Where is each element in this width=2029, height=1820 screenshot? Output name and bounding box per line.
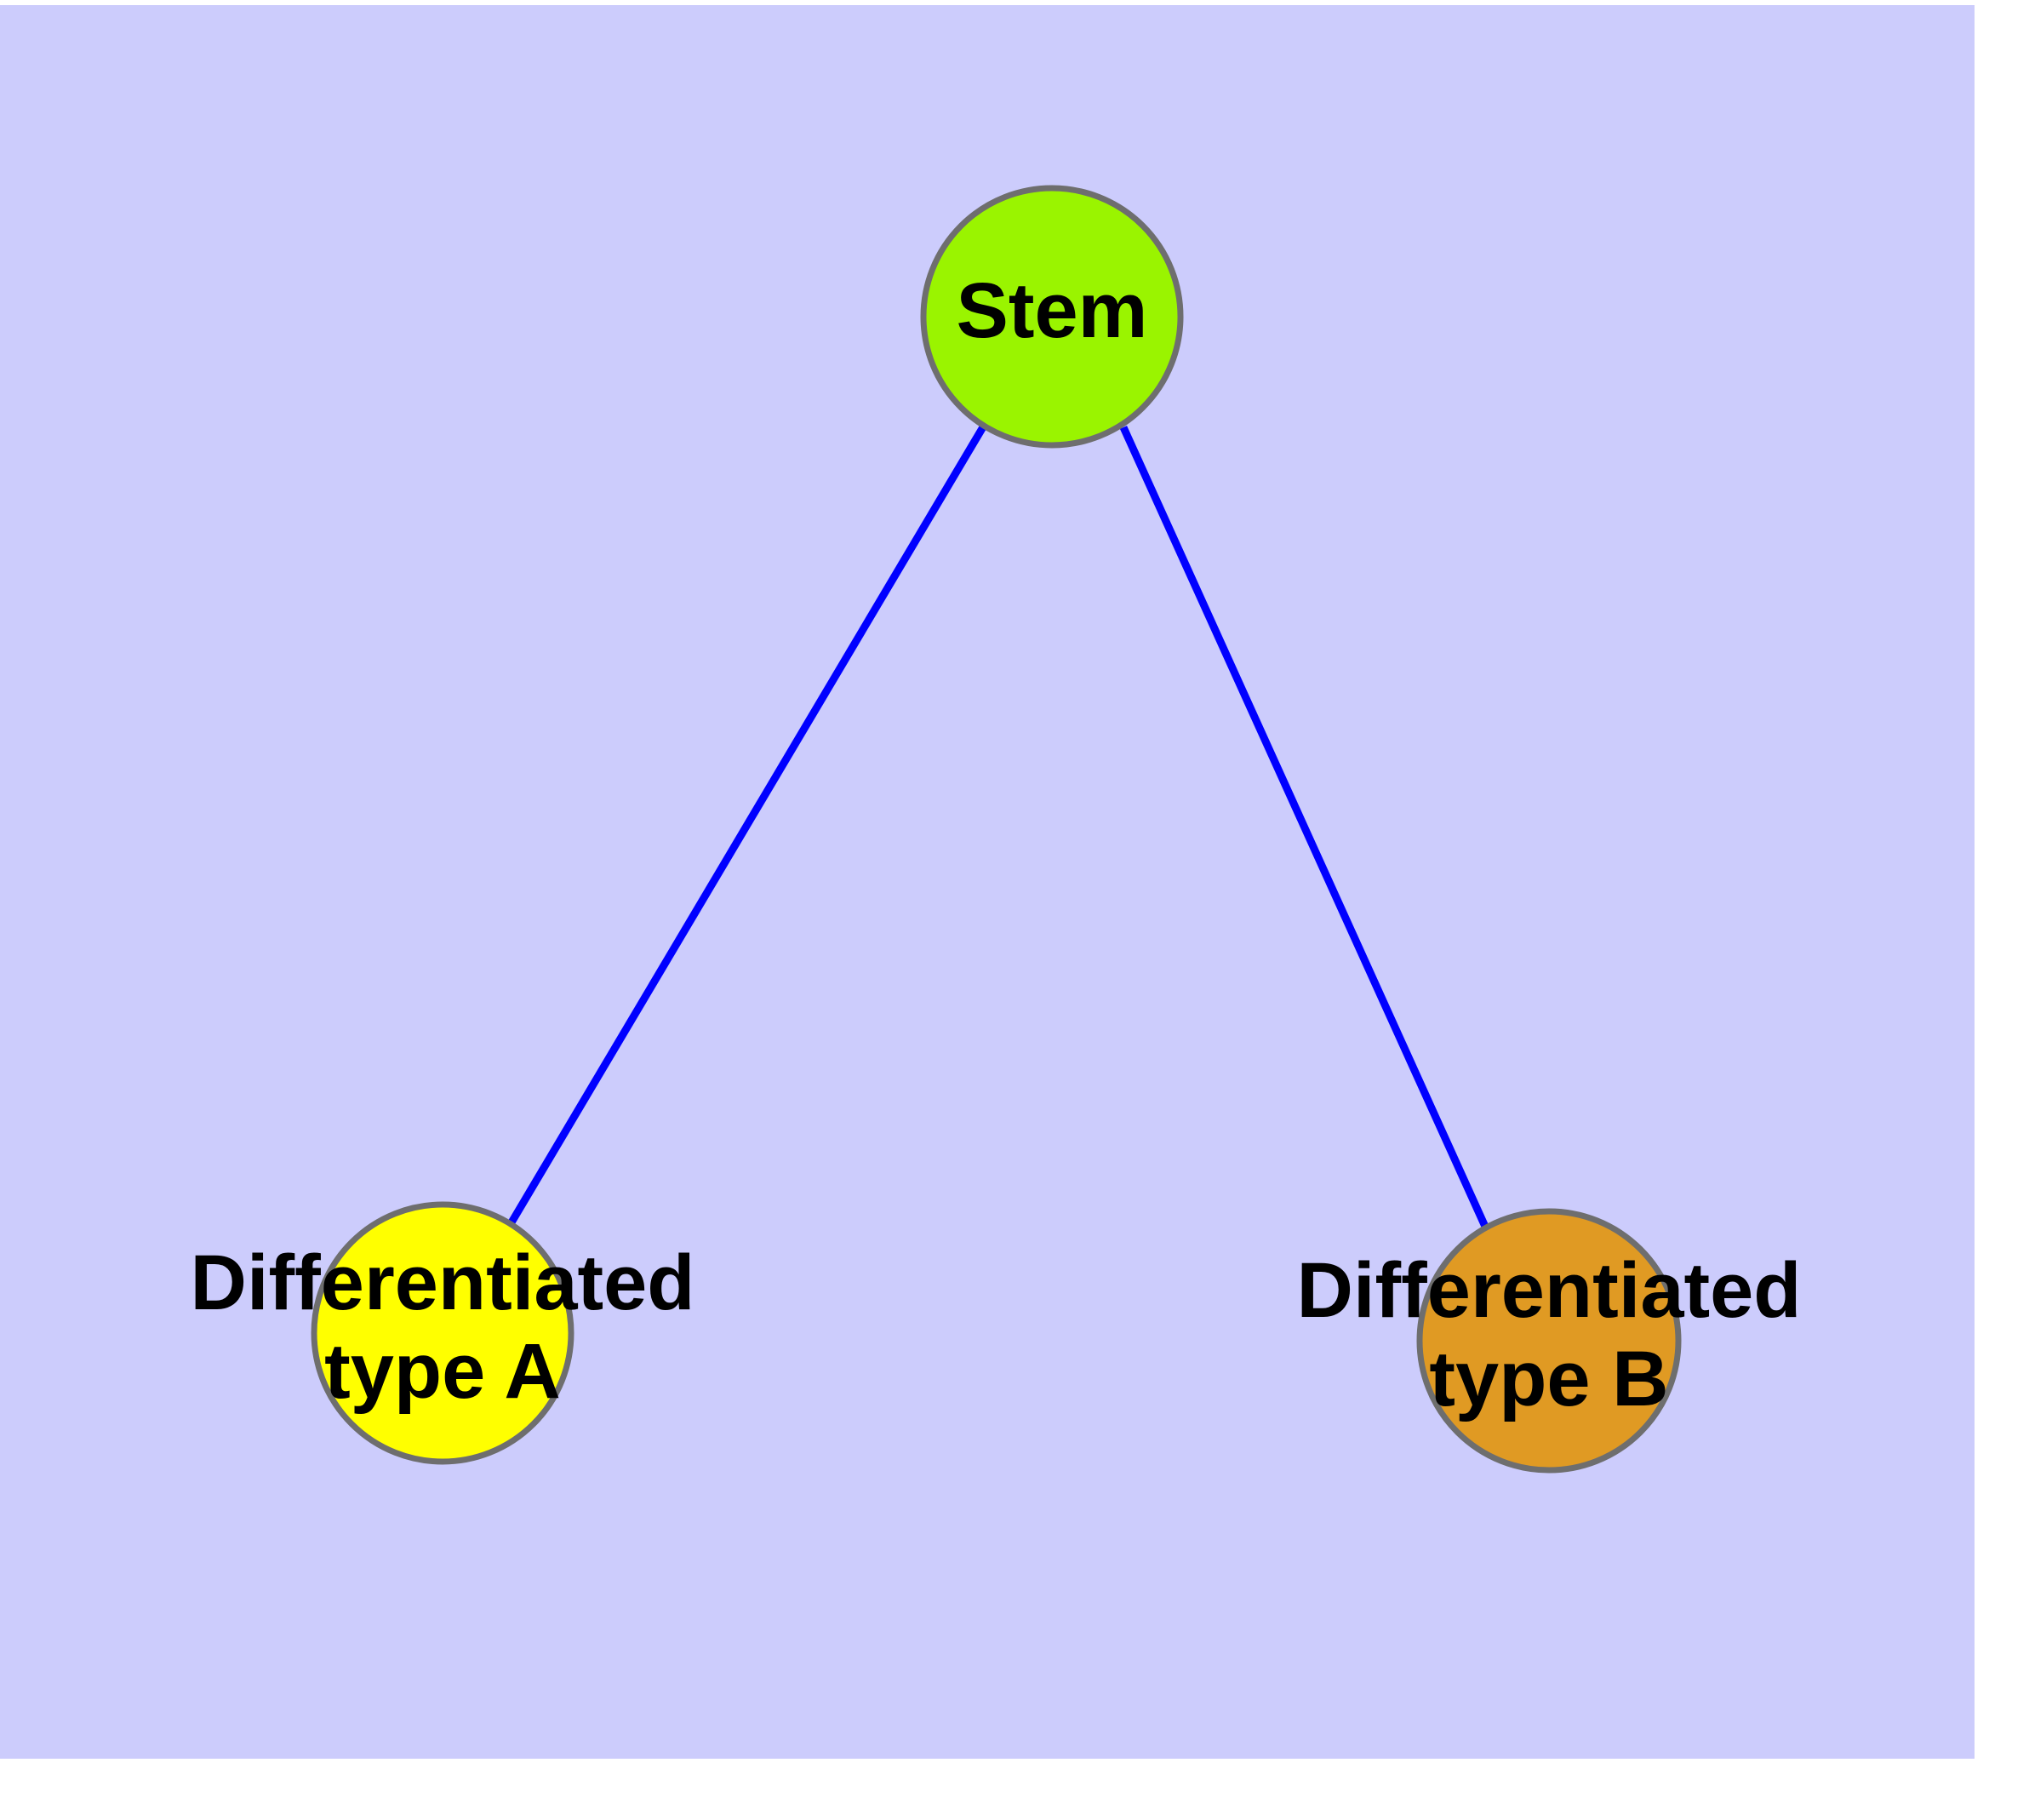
- node-differentiated-type-b-circle[interactable]: [1416, 1208, 1682, 1474]
- edge-layer: [508, 423, 1490, 1230]
- node-layer: [311, 185, 1682, 1474]
- node-stem-label: Stem: [957, 267, 1148, 354]
- edge-stem-to-differentiated-type-a[interactable]: [508, 423, 987, 1225]
- node-differentiated-type-a-circle[interactable]: [311, 1201, 574, 1465]
- node-label-line: Differentiated: [191, 1239, 695, 1326]
- node-label-line: Differentiated: [1297, 1247, 1802, 1334]
- edge-stem-to-differentiated-type-b[interactable]: [1119, 426, 1490, 1230]
- node-label-line: Stem: [957, 267, 1148, 354]
- node-stem-circle[interactable]: [920, 185, 1184, 449]
- node-label-line: type B: [1429, 1336, 1668, 1422]
- node-label-line: type A: [324, 1328, 561, 1415]
